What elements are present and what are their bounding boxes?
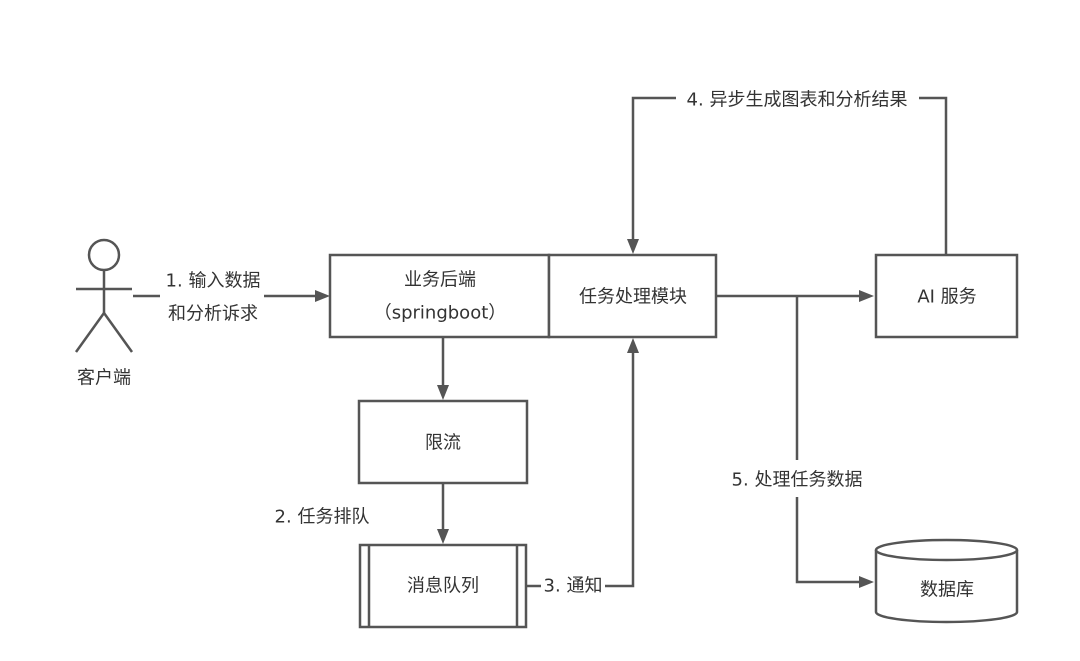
node-database[interactable]: 数据库 [874,538,1019,624]
node-backend-subtitle: （springboot） [374,303,507,324]
edge-task-module-to-ai-service [716,290,874,302]
edge-label-line2: 和分析诉求 [168,304,258,325]
node-task-module[interactable]: 任务处理模块 [547,253,718,339]
node-backend-box [328,253,551,339]
edge-segment [795,497,862,584]
node-task-module-label: 任务处理模块 [579,287,687,308]
edge-task-module-to-database: 5. 处理任务数据 [732,296,874,588]
node-rate-limit[interactable]: 限流 [357,399,529,485]
node-backend-title: 业务后端 [404,270,476,291]
edge-ai-service-to-task-module: 4. 异步生成图表和分析结果 [627,90,948,255]
node-rate-limit-label: 限流 [425,433,461,454]
edge-label: 4. 异步生成图表和分析结果 [687,90,908,111]
node-message-queue[interactable]: 消息队列 [358,543,528,629]
node-database-label: 数据库 [920,580,974,601]
actor-label: 客户端 [77,368,131,389]
actor-left-leg [74,312,106,353]
edge-segment [631,96,676,242]
arrowhead-icon [627,239,639,254]
database-body [874,550,1019,624]
node-ai-service-label: AI 服务 [917,287,976,308]
edge-client-to-backend: 1. 输入数据 和分析诉求 [133,271,330,325]
arrowhead-icon [627,338,639,353]
edge-segment [605,350,635,588]
edge-label: 3. 通知 [544,576,603,597]
edge-segment [919,96,948,255]
node-message-queue-label: 消息队列 [407,576,479,597]
actor-client[interactable]: 客户端 [74,238,134,389]
database-top [874,538,1019,562]
arrowhead-icon [859,290,874,302]
edge-label: 2. 任务排队 [275,507,370,528]
node-ai-service[interactable]: AI 服务 [874,253,1019,339]
edge-rate-limit-to-message-queue: 2. 任务排队 [275,483,449,544]
edge-label: 5. 处理任务数据 [732,470,863,491]
arrowhead-icon [437,385,449,400]
node-message-queue-box [358,543,528,629]
edge-backend-to-rate-limit [437,337,449,400]
arrowhead-icon [437,529,449,544]
edge-label-line1: 1. 输入数据 [166,271,261,292]
node-task-module-box [547,253,718,339]
actor-right-leg [102,312,134,353]
arrowhead-icon [859,576,874,588]
arrowhead-icon [315,290,330,302]
node-backend[interactable]: 业务后端 （springboot） [328,253,551,339]
edge-message-queue-to-task-module: 3. 通知 [526,338,639,597]
